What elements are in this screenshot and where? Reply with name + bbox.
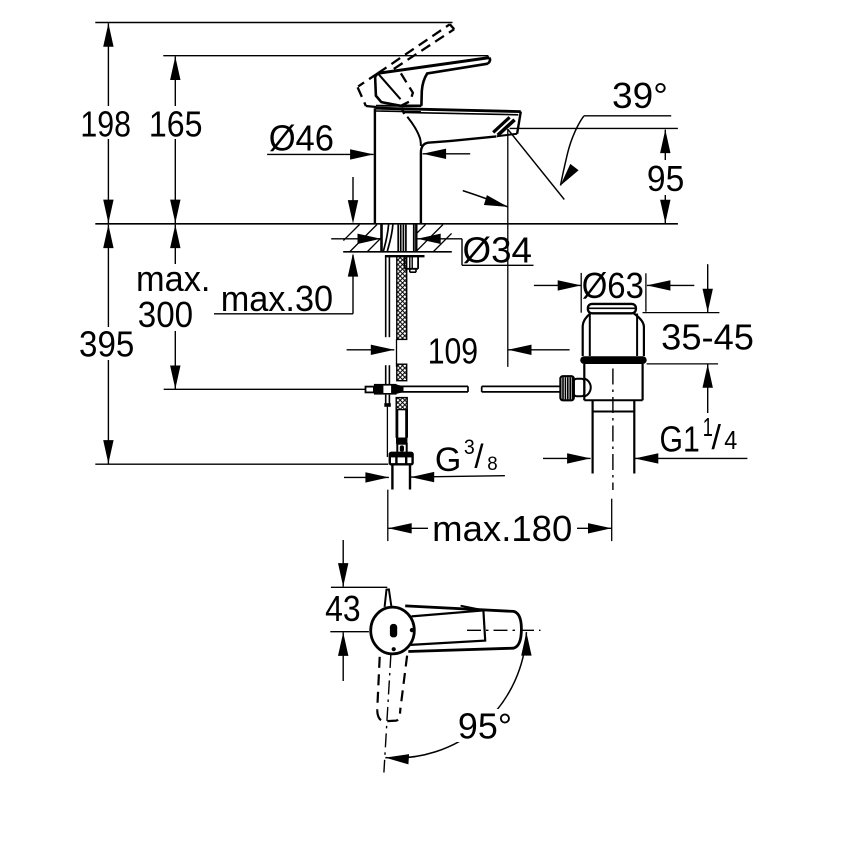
svg-text:G1: G1 [660, 419, 700, 460]
svg-text:max.180: max.180 [432, 508, 572, 549]
svg-text:95: 95 [647, 158, 684, 199]
svg-text:4: 4 [724, 425, 737, 455]
svg-text:max.: max. [136, 258, 210, 299]
svg-text:G: G [435, 441, 461, 479]
svg-text:95°: 95° [458, 706, 512, 747]
svg-text:/: / [712, 419, 722, 457]
svg-text:35-45: 35-45 [661, 317, 754, 358]
svg-text:Ø34: Ø34 [463, 229, 533, 270]
svg-text:109: 109 [428, 331, 478, 372]
svg-text:43: 43 [325, 588, 361, 629]
svg-text:1: 1 [703, 412, 713, 442]
svg-text:Ø63: Ø63 [582, 265, 644, 306]
svg-text:300: 300 [138, 294, 193, 335]
svg-text:/: / [474, 438, 484, 475]
svg-text:39°: 39° [612, 75, 668, 116]
svg-text:395: 395 [79, 324, 134, 365]
svg-text:165: 165 [149, 104, 203, 145]
svg-text:3: 3 [464, 436, 475, 459]
svg-text:max.30: max.30 [221, 278, 333, 319]
svg-text:8: 8 [487, 454, 497, 475]
svg-text:Ø46: Ø46 [269, 118, 334, 159]
svg-text:198: 198 [80, 104, 131, 145]
